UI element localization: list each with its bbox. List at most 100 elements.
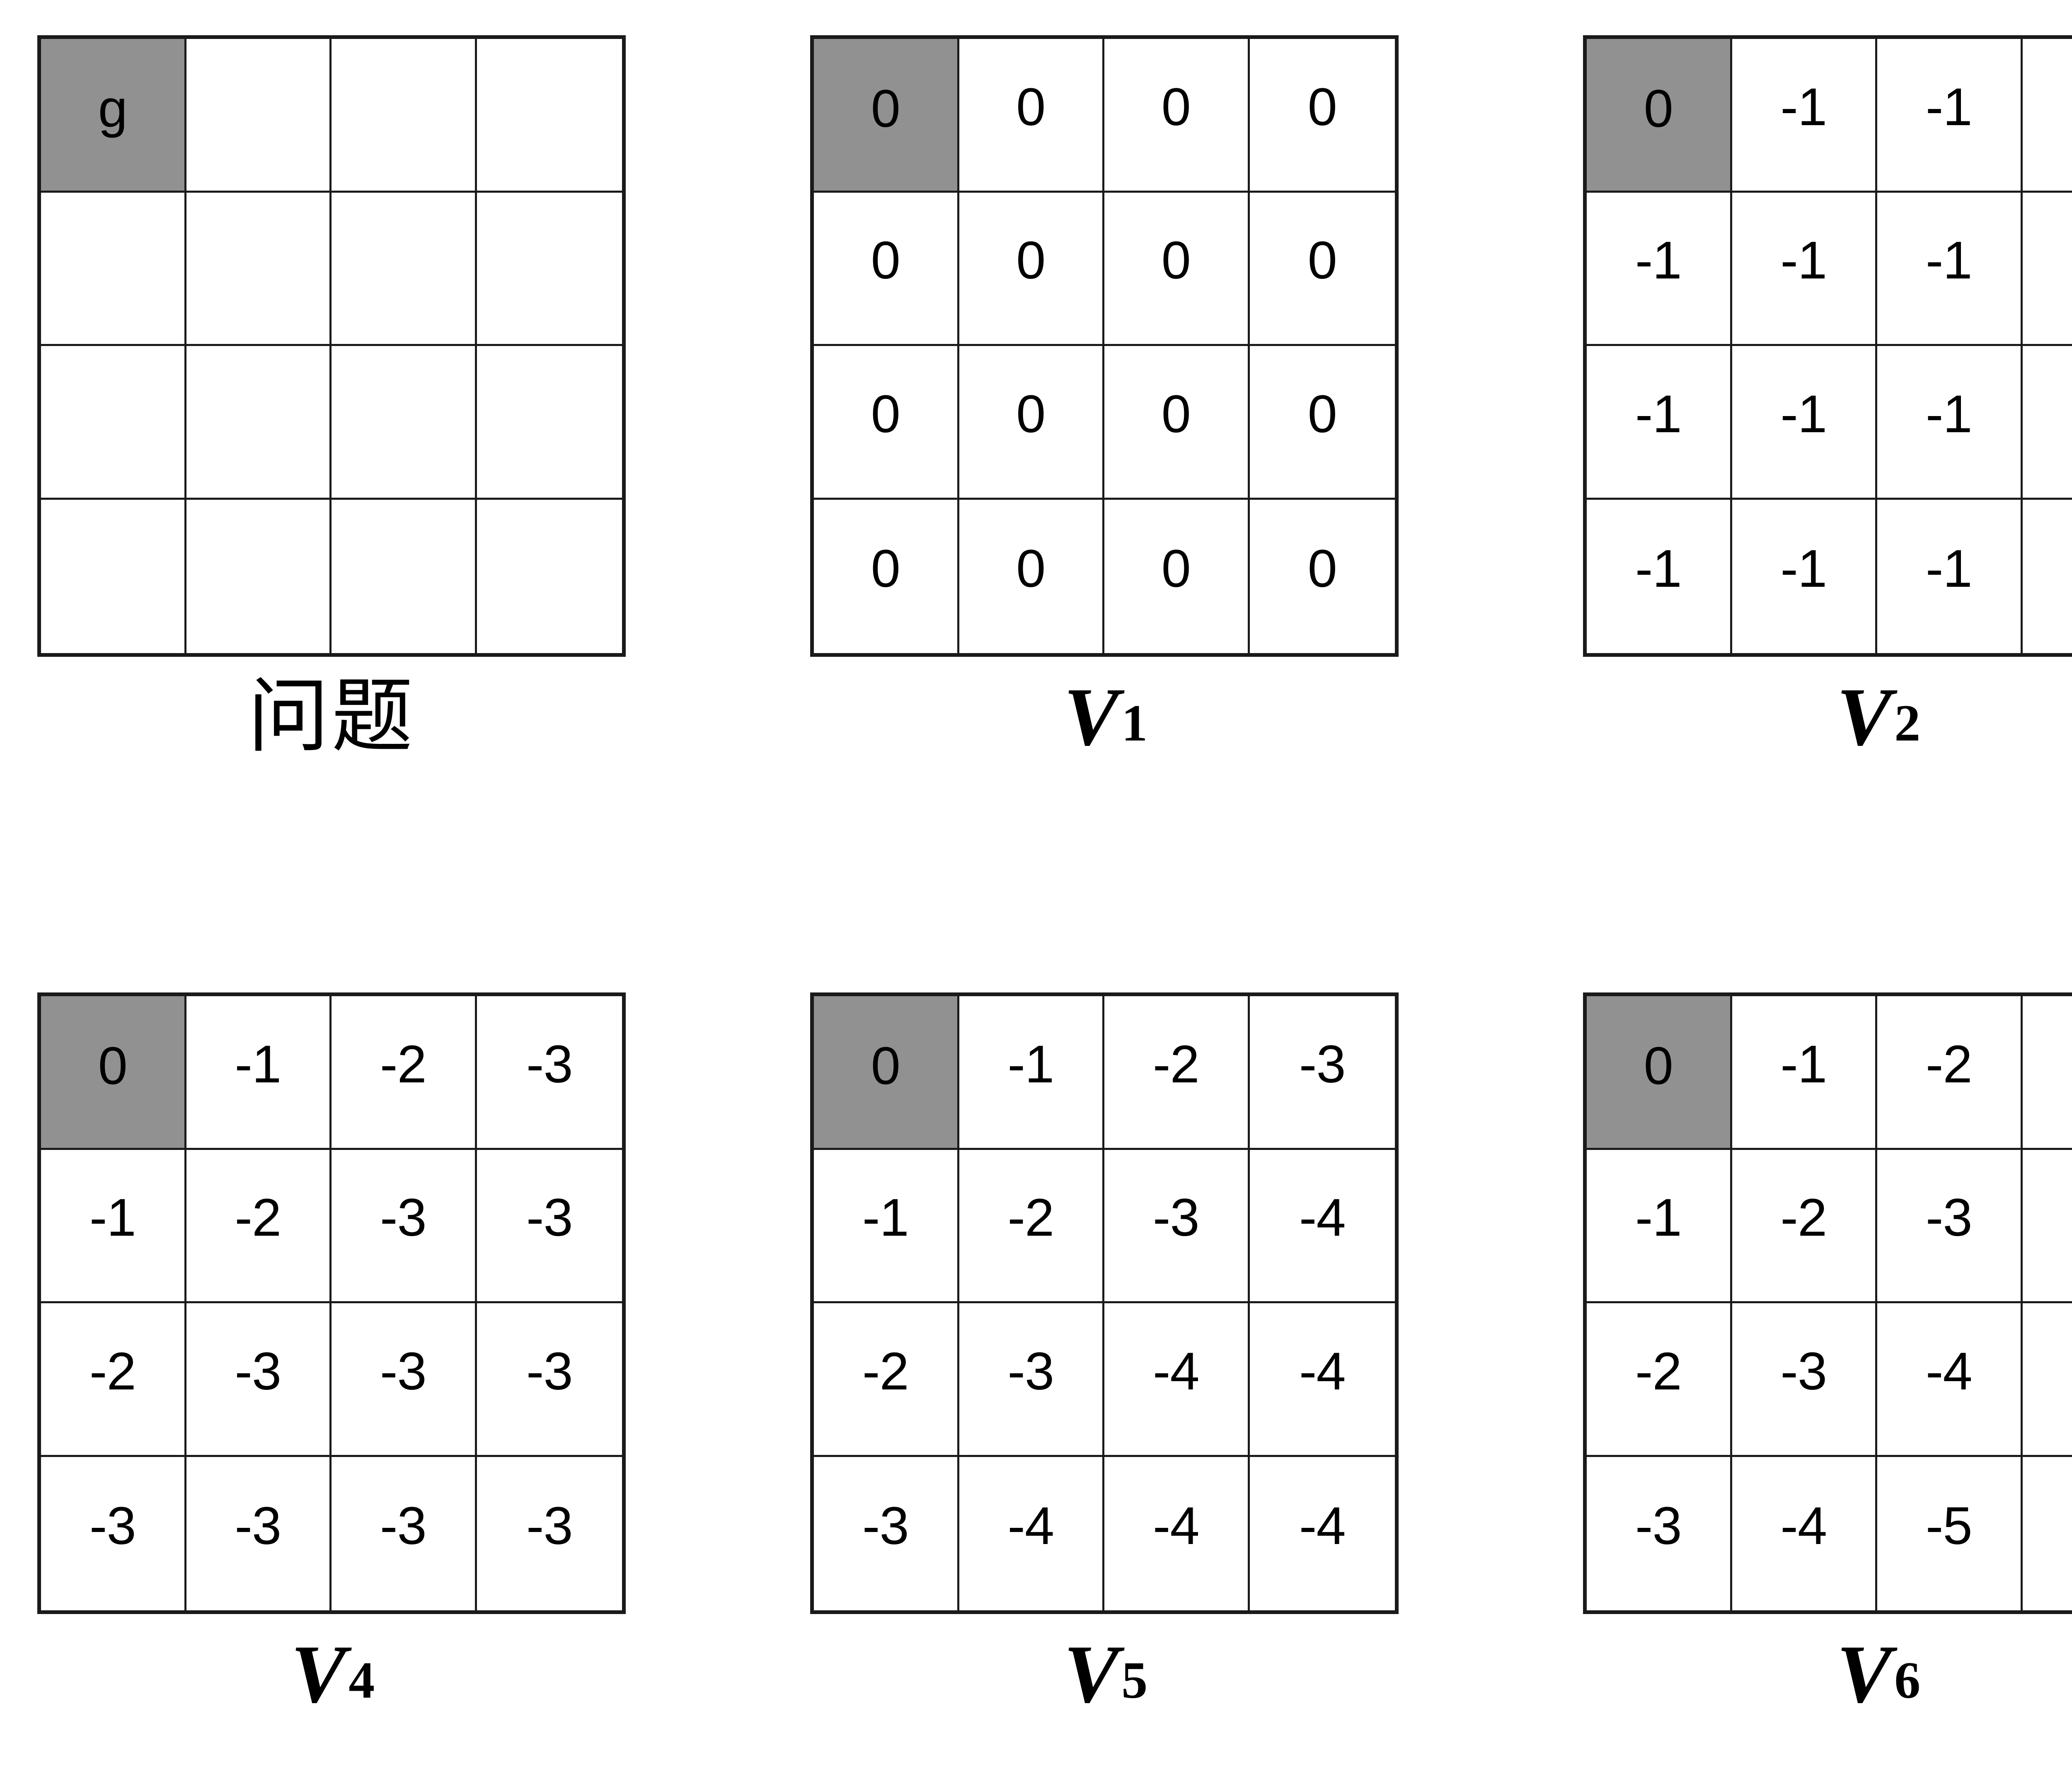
grid-cell: 0 xyxy=(1104,499,1250,653)
cell-value: -3 xyxy=(1152,1188,1200,1248)
grid-cell: -2 xyxy=(332,996,477,1150)
grid-cell xyxy=(332,192,477,346)
cell-value: 0 xyxy=(1016,77,1046,137)
grid-cell: -3 xyxy=(1877,1150,2023,1303)
grid-cell: -3 xyxy=(332,1303,477,1457)
caption-subscript: 4 xyxy=(349,1652,375,1709)
cell-value: -4 xyxy=(1780,1496,1827,1556)
grid-cell: 0 xyxy=(959,346,1104,500)
caption-label: 问题 xyxy=(247,669,415,764)
goal-cell: g xyxy=(41,39,186,193)
grid-cell: -1 xyxy=(1732,346,1877,500)
grid-cell: -3 xyxy=(1732,1303,1877,1457)
grid-cell: 0 xyxy=(959,192,1104,346)
cell-value: -3 xyxy=(862,1496,909,1556)
cell-value: -3 xyxy=(235,1496,281,1556)
grid-cell: 0 xyxy=(959,39,1104,193)
cell-value: -1 xyxy=(1780,231,1827,290)
grid-cell: -3 xyxy=(1249,996,1395,1150)
cell-value: -1 xyxy=(1007,1034,1054,1094)
grid-cell: -2 xyxy=(186,1150,332,1303)
grid-cell: -3 xyxy=(1104,1150,1250,1303)
cell-value: -4 xyxy=(1299,1188,1346,1248)
grid-cell: -1 xyxy=(2022,39,2072,193)
cell-value: -2 xyxy=(1007,1188,1054,1248)
grid-cell: 0 xyxy=(1249,39,1395,193)
grid-cell: 0 xyxy=(814,499,959,653)
cell-value: -4 xyxy=(1299,1341,1346,1401)
grid-cell xyxy=(186,39,332,193)
grid-cell xyxy=(186,499,332,653)
grid-cell: -3 xyxy=(2022,996,2072,1150)
grid-cell: -1 xyxy=(1877,499,2023,653)
cell-value: 0 xyxy=(1307,77,1337,137)
panel-v5-grid: 0-1-2-3-1-2-3-4-2-3-4-4-3-4-4-4 xyxy=(810,992,1399,1614)
caption-symbol: V xyxy=(1063,1629,1119,1720)
cell-value: -3 xyxy=(1007,1341,1054,1401)
grid-cell: -1 xyxy=(1732,192,1877,346)
grid-cell: -3 xyxy=(477,1303,622,1457)
cell-value: -1 xyxy=(1635,1188,1682,1248)
cell-value: 0 xyxy=(871,384,900,444)
grid-cell: -1 xyxy=(1587,499,1732,653)
grid-cell: 0 xyxy=(1104,39,1250,193)
grid-cell xyxy=(332,39,477,193)
panel-v6-grid: 0-1-2-3-1-2-3-4-2-3-4-5-3-4-5-5 xyxy=(1583,992,2072,1614)
grid-cell: 0 xyxy=(1249,192,1395,346)
grid-cell: -2 xyxy=(1104,996,1250,1150)
cell-value: 0 xyxy=(1644,1036,1673,1096)
grid-cell: -5 xyxy=(1877,1457,2023,1610)
cell-value: 0 xyxy=(1161,231,1191,290)
cell-value: -3 xyxy=(1925,1188,1973,1248)
grid-cell: -3 xyxy=(186,1303,332,1457)
cell-value: -2 xyxy=(89,1341,136,1401)
grid-cell: -1 xyxy=(1732,996,1877,1150)
grid-cell xyxy=(332,499,477,653)
cell-value: -3 xyxy=(1635,1496,1682,1556)
cell-value: -2 xyxy=(1152,1034,1200,1094)
cell-value: -3 xyxy=(89,1496,136,1556)
cell-value: -3 xyxy=(526,1034,573,1094)
caption-subscript: 5 xyxy=(1121,1652,1148,1709)
cell-value: -2 xyxy=(862,1341,909,1401)
grid-cell: -4 xyxy=(1249,1150,1395,1303)
grid-cell: -3 xyxy=(814,1457,959,1610)
caption-symbol: V xyxy=(1836,1629,1892,1720)
grid-cell xyxy=(186,192,332,346)
grid-cell: -1 xyxy=(1587,1150,1732,1303)
cell-value: -1 xyxy=(1635,231,1682,290)
grid-cell: -5 xyxy=(2022,1457,2072,1610)
caption-subscript: 2 xyxy=(1894,695,1921,752)
goal-cell: 0 xyxy=(814,39,959,193)
caption-symbol: V xyxy=(1063,671,1119,763)
grid-cell: -3 xyxy=(186,1457,332,1610)
grid-cell: -4 xyxy=(1732,1457,1877,1610)
cell-value: -1 xyxy=(1925,231,1973,290)
grid-cell: -1 xyxy=(41,1150,186,1303)
grid-cell: 0 xyxy=(814,192,959,346)
cell-value: g xyxy=(98,79,128,138)
cell-value: -2 xyxy=(1925,1034,1973,1094)
grid-cell: 0 xyxy=(1104,346,1250,500)
cell-value: -1 xyxy=(1925,384,1973,444)
grid-cell: 0 xyxy=(814,346,959,500)
cell-value: -3 xyxy=(380,1188,427,1248)
grid-cell: -1 xyxy=(1877,192,2023,346)
grid-cell: -1 xyxy=(1732,39,1877,193)
cell-value: -3 xyxy=(235,1341,281,1401)
cell-value: -3 xyxy=(1780,1341,1827,1401)
panel-problem-caption: 问题 xyxy=(37,676,626,779)
panel-v6: 0-1-2-3-1-2-3-4-2-3-4-5-3-4-5-5V6 xyxy=(1583,992,2072,1737)
cell-value: -1 xyxy=(1925,539,1973,598)
caption-subscript: 6 xyxy=(1894,1652,1921,1709)
cell-value: 0 xyxy=(871,539,900,598)
grid-cell: -3 xyxy=(41,1457,186,1610)
panel-v2: 0-1-1-1-1-1-1-1-1-1-1-1-1-1-1-1V2 xyxy=(1583,35,2072,779)
